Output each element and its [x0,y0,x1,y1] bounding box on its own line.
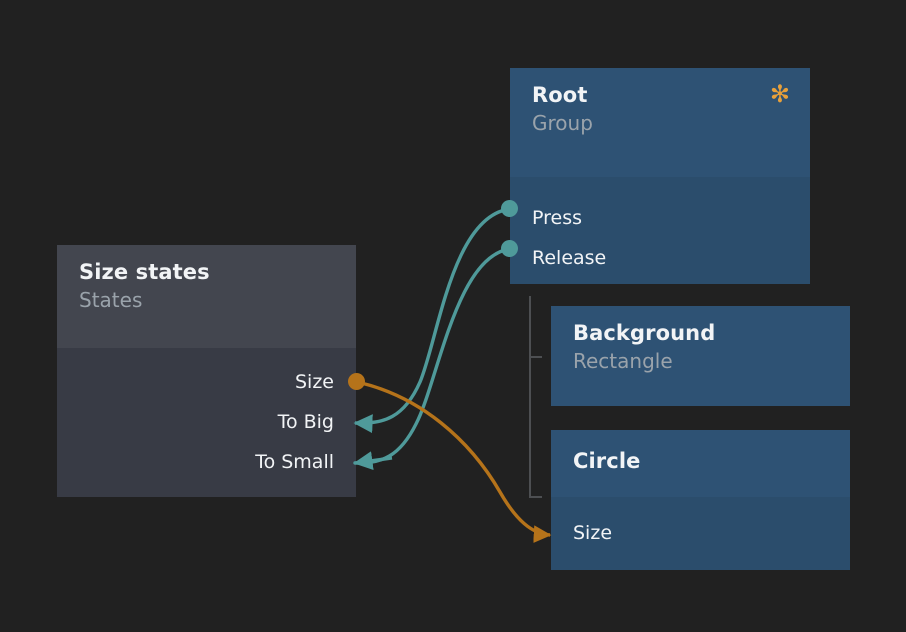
node-root-body: Press Release [510,177,810,284]
node-size-states-title: Size states [79,260,210,284]
node-size-states[interactable]: Size states States Size To Big To Small [57,245,356,497]
port-root-press[interactable]: Press [532,207,583,229]
node-circle-title: Circle [573,449,641,473]
node-root[interactable]: Root Group ✻ Press Release [510,68,810,284]
port-circle-size[interactable]: Size [573,522,613,544]
hierarchy-bracket [529,296,545,498]
node-circle-body: Size [551,497,850,570]
node-background[interactable]: Background Rectangle [551,306,850,406]
node-root-subtitle: Group [532,111,593,135]
bracket-stub-circle [529,496,542,498]
port-dot-size-states-size[interactable] [348,373,365,390]
node-background-header[interactable]: Background Rectangle [551,306,850,406]
port-size-states-size[interactable]: Size [294,371,334,393]
node-circle[interactable]: Circle Size [551,430,850,570]
port-size-states-to-big[interactable]: To Big [277,411,334,433]
node-background-title: Background [573,321,716,345]
node-background-subtitle: Rectangle [573,349,673,373]
node-circle-header[interactable]: Circle [551,430,850,497]
port-dot-root-release[interactable] [501,240,518,257]
edge-release-to-small [353,247,512,465]
port-root-release[interactable]: Release [532,247,607,269]
bracket-stub-top [529,296,531,298]
edge-release-to-small-head [353,451,393,471]
port-size-states-to-small[interactable]: To Small [255,451,334,473]
node-size-states-header[interactable]: Size states States [57,245,356,348]
node-size-states-subtitle: States [79,288,143,312]
asterisk-icon[interactable]: ✻ [769,80,790,108]
node-root-header[interactable]: Root Group ✻ [510,68,810,177]
edge-press-to-big [353,207,511,434]
edge-size-to-size [356,380,552,543]
port-dot-root-press[interactable] [501,200,518,217]
bracket-vertical-line [529,296,531,498]
bracket-stub-background [529,356,542,358]
node-root-title: Root [532,83,588,107]
node-size-states-body: Size To Big To Small [57,348,356,497]
